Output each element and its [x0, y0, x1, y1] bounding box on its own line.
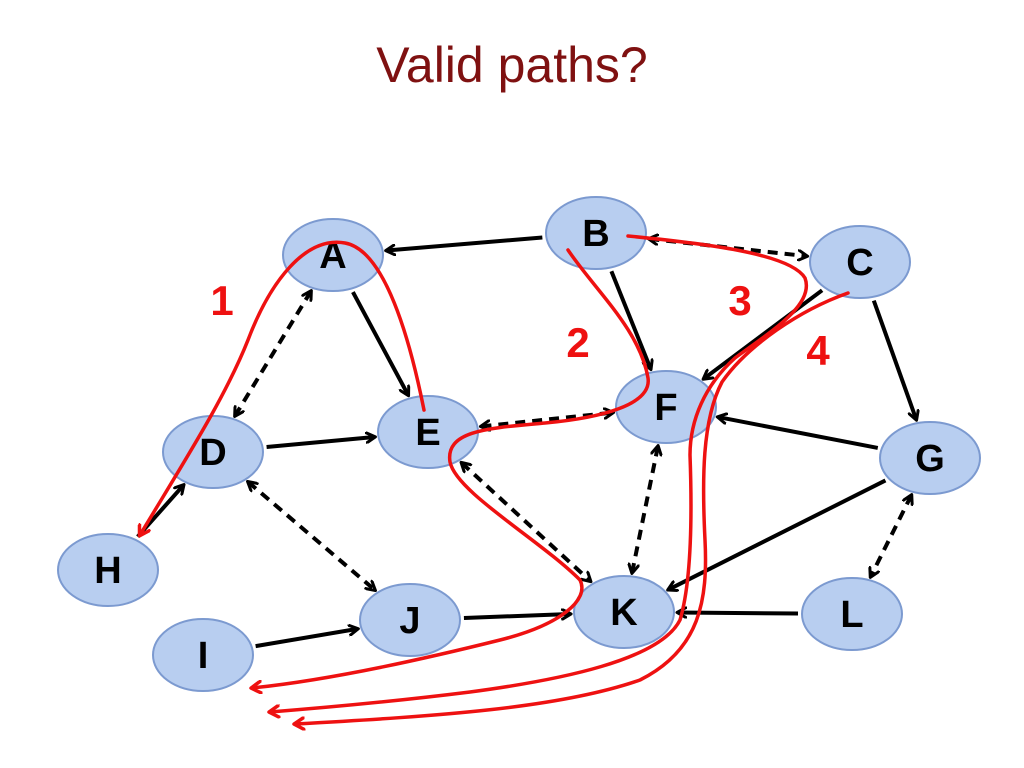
node-ellipse	[162, 415, 264, 489]
path-4-curve	[295, 291, 850, 724]
path-2-label: 2	[566, 319, 589, 366]
edge-c-g	[871, 299, 916, 420]
node-label: L	[840, 594, 863, 636]
node-label: H	[94, 550, 121, 592]
node-ellipse	[879, 421, 981, 495]
edge-b-a	[387, 235, 543, 250]
node-ellipse	[809, 225, 911, 299]
node-ellipse	[359, 583, 461, 657]
edge-d-j	[248, 482, 374, 590]
edge-f-k	[632, 447, 658, 573]
edge-j-k	[463, 614, 570, 618]
edge-g-f	[718, 417, 879, 450]
path-3-curve	[270, 234, 809, 712]
edge-g-l	[871, 495, 912, 576]
node-label: B	[582, 213, 609, 255]
node-ellipse	[573, 575, 675, 649]
node-label: K	[610, 592, 638, 634]
edge-i-j	[255, 629, 358, 649]
node-b: B	[545, 196, 647, 270]
node-label: J	[399, 600, 420, 642]
edge-b-f	[609, 270, 650, 368]
node-j: J	[359, 583, 461, 657]
node-i: I	[152, 618, 254, 692]
edge-e-k	[462, 463, 590, 581]
node-g: G	[879, 421, 981, 495]
edge-a-d	[235, 291, 311, 415]
node-label: C	[846, 242, 873, 284]
slide-title: Valid paths?	[376, 37, 648, 93]
node-label: F	[654, 387, 677, 429]
node-c: C	[809, 225, 911, 299]
edge-a-e	[351, 291, 408, 395]
node-l: L	[801, 577, 903, 651]
edge-c-f	[704, 288, 824, 378]
path-4-label: 4	[806, 327, 830, 374]
edge-d-e	[266, 437, 375, 450]
node-ellipse	[282, 218, 384, 292]
edge-l-k	[678, 612, 799, 613]
node-e: E	[377, 395, 479, 469]
path-1-label: 1	[210, 277, 233, 324]
node-ellipse	[545, 196, 647, 270]
node-ellipse	[615, 370, 717, 444]
node-k: K	[573, 575, 675, 649]
node-f: F	[615, 370, 717, 444]
node-ellipse	[152, 618, 254, 692]
node-ellipse	[57, 533, 159, 607]
edge-g-k	[669, 478, 887, 589]
node-h: H	[57, 533, 159, 607]
node-label: I	[198, 635, 209, 677]
node-label: G	[915, 438, 945, 480]
node-d: D	[162, 415, 264, 489]
path-2-curve	[252, 248, 650, 688]
path-3-label: 3	[728, 277, 751, 324]
node-label: E	[415, 412, 440, 454]
node-ellipse	[801, 577, 903, 651]
path-1-curve	[140, 240, 426, 535]
node-label: D	[199, 432, 226, 474]
